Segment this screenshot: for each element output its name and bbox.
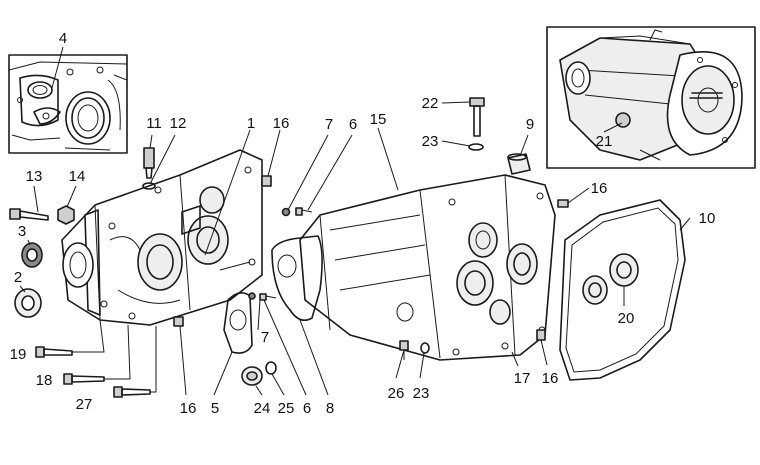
pin-16-c xyxy=(173,316,184,327)
screw-27 xyxy=(113,386,151,398)
inset-detail-left xyxy=(8,54,128,154)
callout-19: 19 xyxy=(10,346,27,363)
gasket-8-hole xyxy=(277,254,297,278)
seal-3 xyxy=(21,242,43,268)
callout-9: 9 xyxy=(526,116,534,133)
switch-11 xyxy=(143,147,155,179)
washer-12 xyxy=(142,182,156,190)
inset-assembled-gearbox xyxy=(546,26,756,169)
callout-20: 20 xyxy=(618,310,635,327)
callout-26: 26 xyxy=(388,385,405,402)
gasket-8 xyxy=(271,235,323,321)
callout-6: 6 xyxy=(303,400,311,417)
callout-23: 23 xyxy=(413,385,430,402)
bolt-6-7-top xyxy=(281,207,313,217)
callout-17: 17 xyxy=(514,370,531,387)
bolt-6-7-lower xyxy=(248,292,277,301)
callout-16: 16 xyxy=(273,115,290,132)
callout-18: 18 xyxy=(36,372,53,389)
bushing-9 xyxy=(507,153,531,175)
callout-27: 27 xyxy=(76,396,93,413)
callout-15: 15 xyxy=(370,111,387,128)
callout-3: 3 xyxy=(18,223,26,240)
callout-16: 16 xyxy=(591,180,608,197)
callout-23: 23 xyxy=(422,133,439,150)
callout-2: 2 xyxy=(14,269,22,286)
callout-16: 16 xyxy=(542,370,559,387)
housing-rear-half xyxy=(299,174,556,361)
washer-23-a xyxy=(468,143,484,151)
callout-7: 7 xyxy=(325,116,333,133)
callout-5: 5 xyxy=(211,400,219,417)
callout-4: 4 xyxy=(59,30,67,47)
callout-16: 16 xyxy=(180,400,197,417)
bearing-2 xyxy=(14,288,42,318)
callout-7: 7 xyxy=(261,329,269,346)
washer-23-b xyxy=(420,342,430,354)
plug-24 xyxy=(241,366,263,386)
pin-16-a xyxy=(261,175,272,187)
callout-25: 25 xyxy=(278,400,295,417)
screw-18 xyxy=(63,373,105,385)
callout-6: 6 xyxy=(349,116,357,133)
pin-16-b xyxy=(557,199,569,208)
cover-5-hole xyxy=(229,309,247,331)
callout-24: 24 xyxy=(254,400,271,417)
callout-1: 1 xyxy=(247,115,255,132)
washer-25 xyxy=(265,361,277,375)
callout-12: 12 xyxy=(170,115,187,132)
callout-14: 14 xyxy=(69,168,86,185)
gasket-10-inner xyxy=(565,207,679,373)
callout-11: 11 xyxy=(146,115,162,132)
bearing-20 xyxy=(582,253,639,305)
breather-22 xyxy=(469,97,485,137)
screw-19 xyxy=(35,346,73,358)
cover-5 xyxy=(223,292,253,354)
callout-21: 21 xyxy=(596,133,613,150)
callout-10: 10 xyxy=(699,210,716,227)
nut-14 xyxy=(57,205,75,225)
callout-8: 8 xyxy=(326,400,334,417)
pin-16-d xyxy=(536,329,546,341)
bolt-13 xyxy=(9,208,49,221)
leader-lines xyxy=(19,46,691,396)
gasket-10 xyxy=(559,199,686,381)
callout-13: 13 xyxy=(26,168,43,185)
callout-22: 22 xyxy=(422,95,439,112)
housing-front-half xyxy=(61,149,263,326)
callout-labels: 4 1 16 7 6 15 22 23 9 11 12 13 14 3 2 21… xyxy=(10,30,716,417)
